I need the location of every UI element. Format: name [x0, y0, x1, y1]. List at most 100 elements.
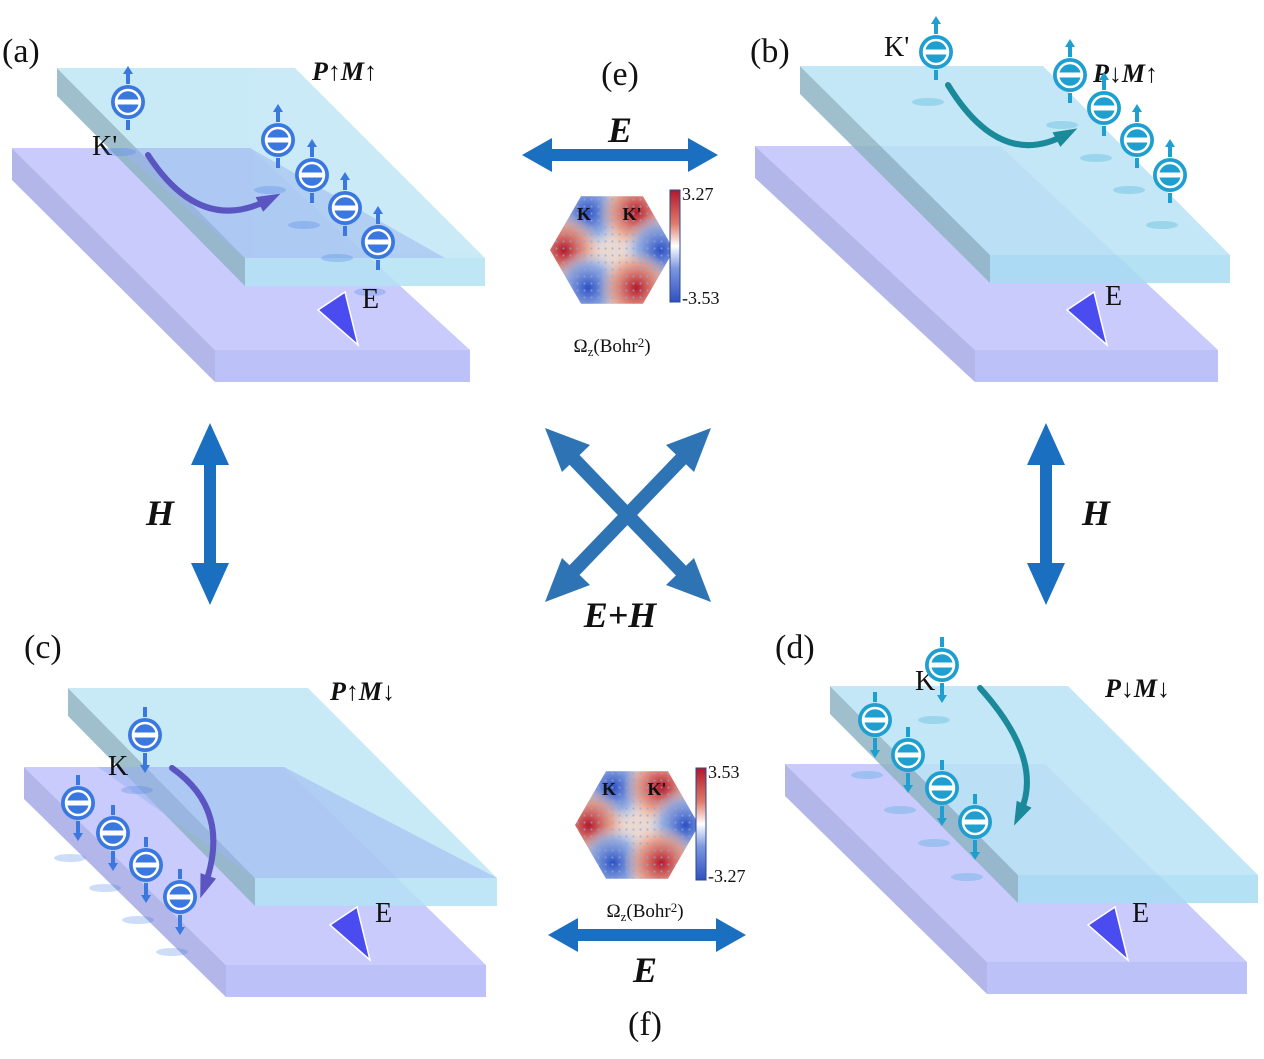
electric-field-arrow-icon	[316, 290, 360, 348]
double-arrow-icon	[548, 918, 746, 952]
diagonal-double-arrow-icon	[545, 428, 711, 602]
slab-side-face	[755, 146, 975, 382]
colorbar-max-label: 3.53	[708, 762, 740, 782]
spin-up-electron-icon	[912, 16, 953, 106]
colorbar-min-label: -3.27	[708, 866, 746, 886]
electric-field-label: E	[1105, 281, 1122, 312]
h-arrow-left: H	[145, 423, 229, 605]
panel-label: (e)	[601, 56, 639, 93]
quantity-label-part: Ω	[606, 901, 620, 922]
polarization-magnetization-state: P↑M↑	[311, 57, 377, 86]
brillouin-zone-hexagon	[575, 771, 699, 879]
spin-up-electron-icon	[1046, 39, 1087, 129]
electric-field-label: E	[362, 284, 379, 315]
panel-label: (a)	[2, 33, 40, 70]
electric-field-arrow-icon	[1086, 905, 1130, 963]
field-label-e-bottom: E	[632, 950, 657, 990]
electric-field-arrow-icon	[1065, 290, 1109, 348]
colorbar-max-label: 3.27	[682, 184, 714, 204]
spin-down-electron-icon	[121, 707, 162, 794]
panel-label: (d)	[775, 629, 815, 666]
colorbar: 3.27-3.53	[669, 184, 720, 308]
vertical-double-arrow-icon	[191, 423, 229, 605]
valley-transport-path	[145, 152, 281, 214]
valley-transport-path	[169, 765, 217, 899]
quantity-label-part: )	[644, 336, 650, 357]
spin-up-electron-icon	[1113, 104, 1154, 194]
spin-down-electron-icon	[884, 727, 925, 814]
slab-front-face	[226, 965, 486, 997]
spin-up-electron-icon	[354, 206, 395, 296]
valley-transport-path	[945, 82, 1078, 149]
slab-front-face	[245, 258, 485, 286]
field-label-h-right: H	[1081, 493, 1111, 533]
colorbar: 3.53 -3.27	[695, 762, 746, 886]
eh-cross-arrows: E+H	[545, 428, 711, 635]
spin-up-electron-icon	[254, 104, 295, 194]
slab-front-face	[1018, 875, 1258, 903]
panel-c: (c) P↑M↓ K E	[24, 629, 497, 997]
spin-down-electron-icon	[89, 805, 130, 892]
field-label-e-top: E	[607, 110, 632, 150]
k-point-label: K	[602, 779, 616, 799]
spin-up-electron-icon	[104, 66, 145, 156]
layer-stack	[785, 686, 1258, 994]
quantity-label-part: Ω	[573, 336, 587, 357]
valley-label: K'	[92, 131, 117, 162]
brillouin-zone-hexagon	[550, 196, 674, 304]
quantity-label-part: 2	[638, 335, 645, 350]
h-arrow-right: H	[1027, 423, 1111, 605]
spin-down-electron-icon	[918, 637, 959, 724]
vertical-double-arrow-icon	[1027, 423, 1065, 605]
slab-top-face	[800, 66, 1230, 255]
k-prime-point-label: K'	[622, 204, 641, 224]
spin-down-electron-icon	[156, 869, 197, 956]
top-layer	[800, 66, 1230, 283]
spin-up-electron-icon	[321, 172, 362, 262]
slab-front-face	[987, 962, 1247, 994]
polarization-magnetization-state: P↓M↑	[1092, 59, 1158, 88]
quantity-label-part: )	[677, 901, 683, 922]
panel-label: (c)	[24, 629, 62, 666]
polarization-magnetization-state: P↓M↓	[1104, 674, 1170, 703]
path-arrowhead-icon	[1052, 128, 1078, 147]
slab-front-face	[975, 350, 1218, 382]
slab-front-face	[990, 255, 1230, 283]
spin-up-electron-icon	[288, 139, 329, 229]
electric-field-label: E	[375, 898, 392, 929]
quantity-label-part: z	[621, 909, 627, 924]
panel-label: (b)	[750, 33, 790, 70]
field-label-h-left: H	[145, 493, 175, 533]
spin-down-electron-icon	[54, 775, 95, 862]
valley-transport-path	[977, 685, 1032, 826]
spin-down-electron-icon	[851, 692, 892, 779]
slab-front-face	[255, 878, 497, 906]
spin-down-electron-icon	[122, 837, 163, 924]
k-point-label: K	[577, 204, 591, 224]
slab-side-face	[12, 148, 215, 382]
panel-label: (f)	[628, 1006, 662, 1043]
slab-side-face	[800, 66, 990, 283]
spin-down-electron-icon	[951, 794, 992, 881]
electric-field-label: E	[1132, 898, 1149, 929]
path-arrowhead-icon	[1014, 800, 1032, 826]
panel-a: (a) P↑M↑ K' E	[2, 33, 485, 382]
double-arrow-icon	[522, 138, 718, 172]
path-arrowhead-icon	[255, 193, 281, 212]
spin-up-electron-icon	[1146, 139, 1187, 229]
colorbar-quantity-label: Ωz(Bohr2)	[606, 900, 683, 924]
slab-side-face	[785, 764, 987, 994]
valley-label: K	[108, 751, 128, 782]
electric-field-arrow-icon	[328, 905, 372, 963]
spin-down-electron-icon	[918, 760, 959, 847]
quantity-label-part: z	[588, 344, 594, 359]
quantity-label-part: 2	[671, 900, 678, 915]
layer-overlap	[117, 148, 445, 258]
spin-up-electron-icon	[1080, 72, 1121, 162]
k-prime-point-label: K'	[647, 779, 666, 799]
polarization-magnetization-state: P↑M↓	[329, 677, 395, 706]
slab-top-face	[830, 686, 1258, 875]
path-arrowhead-icon	[200, 873, 217, 899]
